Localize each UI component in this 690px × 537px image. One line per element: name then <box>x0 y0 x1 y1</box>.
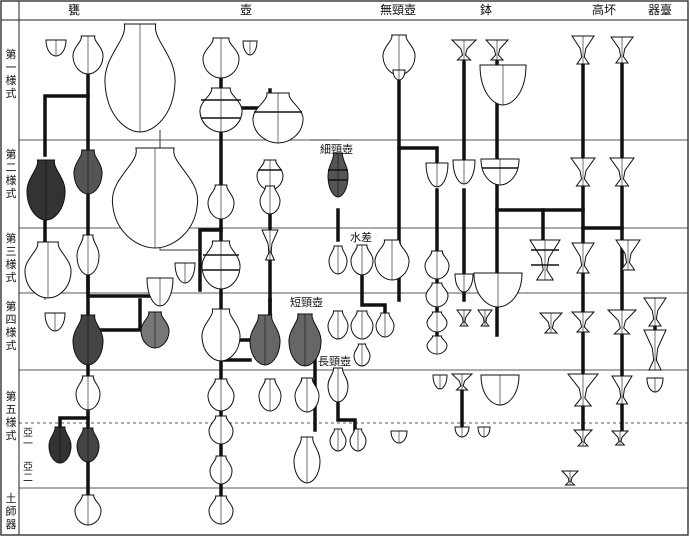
annotation-hosokubi: 細頸壺 <box>320 143 353 156</box>
row-label-2: 第二様式 <box>5 148 17 200</box>
annotation-tankeitsubo: 短頸壺 <box>290 296 323 309</box>
header-kidai: 器臺 <box>648 3 673 17</box>
header-mukeitsubo: 無頸壺 <box>380 3 417 17</box>
sub-label-a: 亞一 <box>23 428 33 450</box>
header-takatsuki: 高坏 <box>592 3 617 17</box>
sub-label-b: 亞二 <box>23 462 33 484</box>
vessel-drawings <box>24 23 667 526</box>
row-label-1: 第一様式 <box>5 48 17 100</box>
row-label-5: 第五様式 <box>5 390 17 442</box>
row-label-haji: 土師器 <box>5 492 17 531</box>
header-tsubo: 壺 <box>240 3 253 17</box>
row-label-3: 第三様式 <box>5 232 17 284</box>
annotation-chokeitsubo: 長頸壺 <box>318 355 351 368</box>
row-label-4: 第四様式 <box>5 300 17 352</box>
annotation-mizusashi: 水差 <box>350 231 372 244</box>
header-hachi: 鉢 <box>480 3 493 17</box>
header-kame: 甕 <box>68 3 81 17</box>
